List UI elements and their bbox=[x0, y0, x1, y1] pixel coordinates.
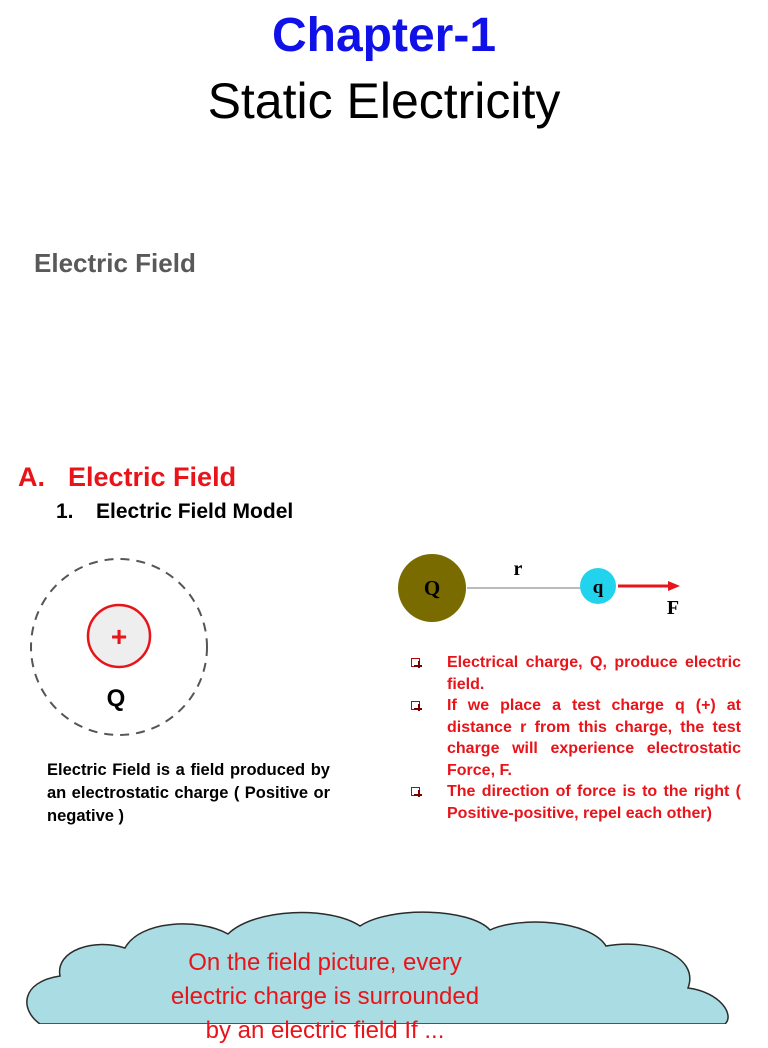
force-diagram: Q r q F bbox=[398, 554, 680, 622]
charge-field-diagram: + Q bbox=[30, 558, 208, 736]
bullet-item: The direction of force is to the right (… bbox=[410, 781, 741, 824]
test-charge-label: q bbox=[593, 577, 604, 598]
callout-cloud bbox=[26, 911, 729, 1024]
heading-1-marker: 1. bbox=[56, 500, 74, 523]
callout-line: On the field picture, every bbox=[188, 949, 462, 976]
callout-line: electric charge is surrounded bbox=[170, 983, 480, 1010]
distance-label: r bbox=[514, 558, 523, 580]
callout-line: by an electric field If ... bbox=[205, 1017, 445, 1044]
bullet-text: If we place a test charge q (+) at dista… bbox=[447, 697, 741, 779]
chapter-title: Chapter-1 bbox=[271, 9, 497, 62]
force-arrow-head bbox=[668, 581, 680, 591]
bullet-list: Electrical charge, Q, produce electric f… bbox=[410, 652, 741, 824]
field-boundary-circle bbox=[30, 558, 208, 736]
cloud-shape bbox=[26, 911, 729, 1024]
heading-1-text: Electric Field Model bbox=[96, 500, 294, 523]
field-description: Electric Field is a field produced by an… bbox=[47, 761, 330, 825]
checkbox-bullet-icon bbox=[411, 658, 422, 668]
bullet-text: The direction of force is to the right (… bbox=[447, 783, 741, 822]
bullet-item: If we place a test charge q (+) at dista… bbox=[410, 695, 741, 781]
force-label: F bbox=[667, 597, 679, 619]
heading-a: A. Electric Field bbox=[18, 462, 236, 493]
heading-1: 1. Electric Field Model bbox=[56, 500, 293, 524]
checkbox-bullet-icon bbox=[411, 701, 422, 711]
section-label: Electric Field bbox=[34, 248, 196, 278]
test-charge bbox=[580, 568, 616, 604]
source-charge bbox=[398, 554, 466, 622]
checkbox-bullet-icon bbox=[411, 787, 422, 797]
charge-label-q: Q bbox=[107, 685, 126, 712]
heading-a-text: Electric Field bbox=[68, 462, 237, 492]
callout-text: On the field picture, every electric cha… bbox=[120, 946, 530, 1048]
source-charge-label: Q bbox=[424, 576, 440, 600]
bullet-text: Electrical charge, Q, produce electric f… bbox=[447, 654, 741, 693]
bullet-item: Electrical charge, Q, produce electric f… bbox=[410, 652, 741, 695]
positive-charge-circle bbox=[86, 603, 152, 669]
plus-sign: + bbox=[111, 621, 127, 652]
heading-a-marker: A. bbox=[18, 462, 45, 492]
chapter-subtitle: Static Electricity bbox=[207, 73, 561, 129]
